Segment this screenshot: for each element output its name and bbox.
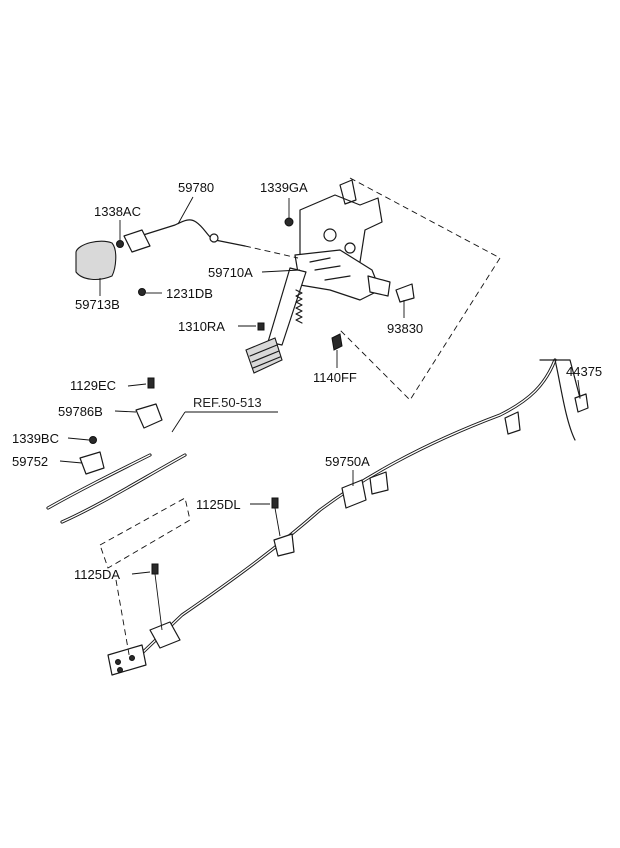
bolt-1125DA-lead [154, 573, 163, 631]
cable-end-fitting [539, 359, 581, 399]
label-1129EC: 1129EC [70, 378, 116, 393]
cable-end [209, 233, 219, 243]
bolt-1125DA [151, 563, 159, 575]
label-59750A: 59750A [325, 454, 370, 469]
release-handle-bracket [123, 229, 151, 253]
equalizer-hole-3 [117, 667, 123, 673]
label-1339GA: 1339GA [260, 180, 308, 195]
bracket-tab [339, 179, 357, 205]
label-1310RA: 1310RA [178, 319, 225, 334]
label-44375: 44375 [566, 364, 602, 379]
rear-cable-core [139, 359, 556, 656]
label-59780: 59780 [178, 180, 214, 195]
leader-lines [59, 196, 581, 575]
cable-clamp-59750A [341, 479, 367, 509]
equalizer-hole-1 [115, 659, 121, 665]
nut-1338AC [116, 240, 124, 248]
left-cable-2-core [61, 454, 186, 523]
leader-1339BC [67, 437, 90, 441]
parking-brake-pedal-assembly [245, 177, 501, 401]
label-93830: 93830 [387, 321, 423, 336]
leader-59780 [177, 196, 194, 225]
nut-1310RA [257, 322, 265, 331]
pivot-bolt-2 [344, 242, 356, 254]
cable-bracket-59752 [79, 451, 105, 475]
label-59713B: 59713B [75, 297, 120, 312]
label-1125DL: 1125DL [196, 497, 241, 512]
rear-cable-59750A [107, 358, 589, 676]
release-knob [75, 240, 117, 281]
release-cable [139, 219, 246, 247]
equalizer-hole-2 [129, 655, 135, 661]
cable-clamp-2 [369, 471, 389, 495]
leader-1129EC [127, 383, 147, 387]
label-1231DB: 1231DB [166, 286, 213, 301]
leader-44375 [577, 379, 581, 397]
bolt-1129EC [147, 377, 155, 389]
label-59786B: 59786B [58, 404, 103, 419]
clip-93830 [395, 283, 415, 303]
bracket-44375 [574, 393, 589, 413]
release-cable-59780 [123, 219, 299, 259]
label-59752: 59752 [12, 454, 48, 469]
cable-end-upper [554, 359, 576, 441]
nut-1339BC [89, 436, 97, 444]
cable-route-link [115, 579, 131, 661]
pedal-pad-ribs [249, 344, 281, 369]
return-spring [295, 289, 303, 324]
ref-leader [171, 411, 186, 433]
left-cables-59752 [46, 377, 281, 661]
cable-clamp-1125DL [273, 533, 295, 557]
left-cable-1-core [47, 454, 151, 509]
ratchet-sector [294, 249, 381, 301]
ratchet-teeth [309, 257, 351, 281]
bolt-1140FF [331, 333, 343, 351]
label-1338AC: 1338AC [94, 204, 141, 219]
cable-bracket-59786B [135, 403, 163, 429]
cable-route [244, 245, 299, 259]
fasteners-upper [116, 217, 415, 351]
pedal-arm [267, 267, 307, 346]
label-1339BC: 1339BC [12, 431, 59, 446]
nut-1339GA [284, 217, 294, 227]
reference-label: REF.50-513 [193, 395, 262, 410]
part-labels: 59780 1339GA 1338AC 59710A 59713B 1231DB… [12, 180, 602, 582]
lower-mount [367, 275, 391, 297]
label-1140FF: 1140FF [313, 370, 357, 385]
label-1125DA: 1125DA [74, 567, 120, 582]
equalizer-plate [107, 644, 147, 676]
bolt-1125DL [271, 497, 279, 509]
leader-59710A [261, 269, 301, 273]
screw-1231DB [138, 288, 146, 296]
equalizer-bracket [149, 621, 181, 649]
leader-59752 [59, 460, 83, 464]
bolt-1125DL-lead [274, 507, 281, 537]
cable-bracket-upper [504, 411, 521, 435]
leader-59786B [114, 410, 137, 413]
release-knob-59713B [75, 240, 117, 281]
leader-1125DA [131, 571, 151, 575]
label-59710A: 59710A [208, 265, 253, 280]
pivot-bolt [323, 228, 337, 242]
assembly-outline [339, 177, 501, 401]
cable-route-outline [99, 497, 191, 569]
